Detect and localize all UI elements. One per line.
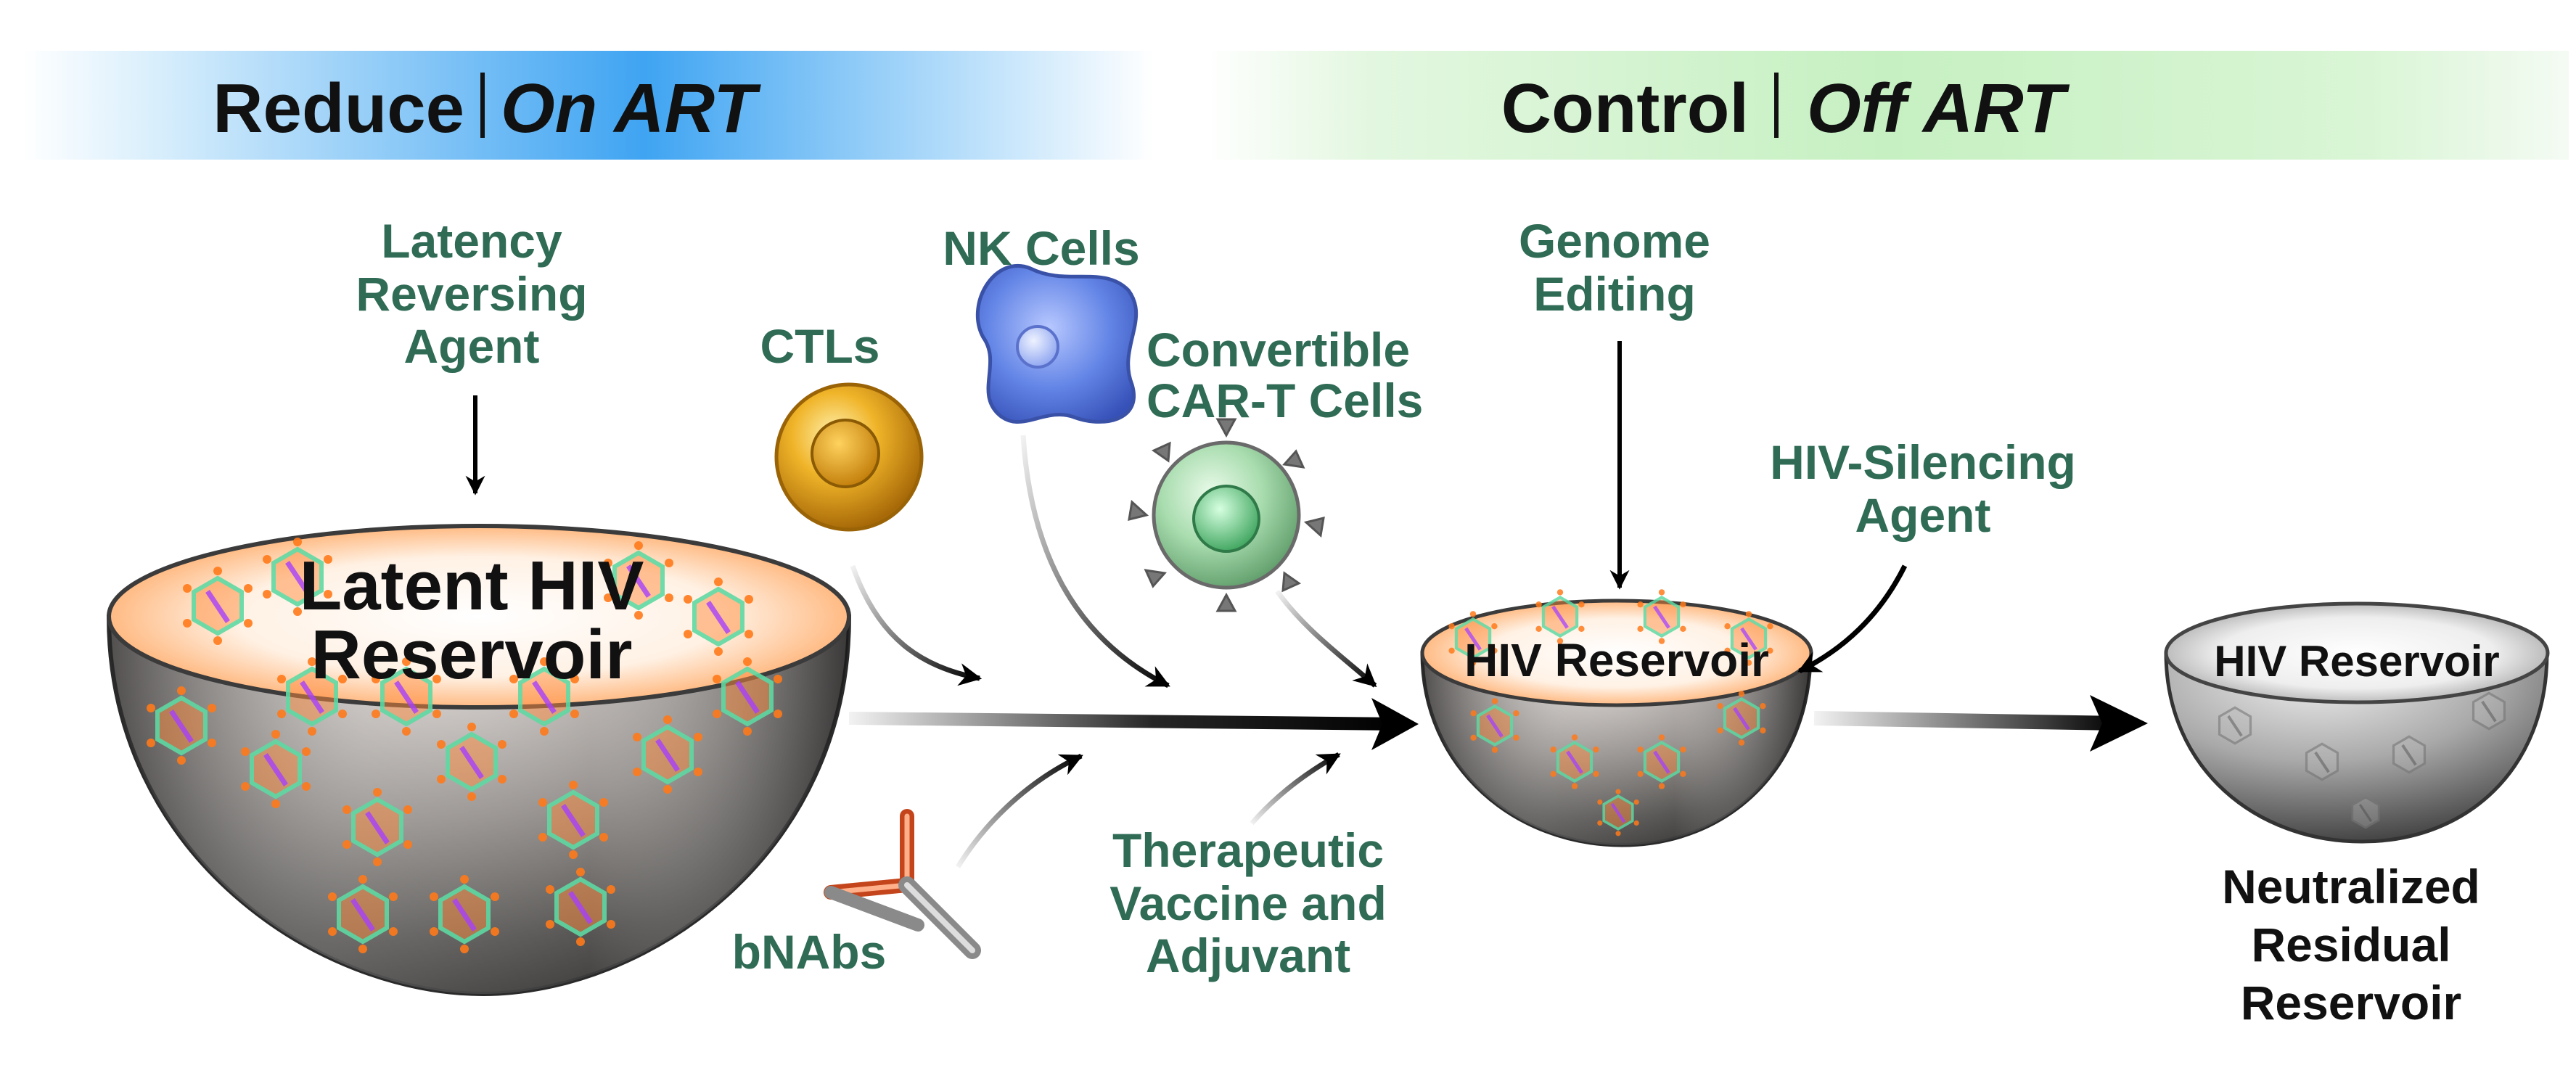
nk-arrow [1020,435,1170,688]
final-flow-arrow [1813,711,2120,731]
ctls-label: CTLs [760,319,880,373]
final-reservoir-label: HIV Reservoir [2214,637,2500,686]
middle-reservoir-shine [1422,653,1810,845]
silencing-agent-arrow [1797,564,1908,674]
header-reduce-subtitle: On ART [501,70,761,147]
final-flow-arrowhead [2090,695,2148,752]
final-reservoir-bowl [2164,651,2549,844]
genome-editing-label-line1: Genome [1519,214,1710,268]
lra-label-line3: Agent [404,319,540,373]
car-t-cell-icon [1128,418,1325,612]
ctl-cell-icon [774,382,924,532]
car-t-label-line2: CAR-T Cells [1147,374,1423,427]
header-band-control [1205,51,2569,160]
vaccine-label-line2: Vaccine and [1109,876,1387,930]
neutralized-reservoir: HIV Reservoir [2164,601,2550,844]
main-flow-arrowhead [1371,698,1419,750]
bnab-antibody-icon [824,809,981,959]
header-band-reduce [22,51,1154,160]
outcome-label-line2: Residual [2251,918,2450,971]
silencing-agent-label-line1: HIV-Silencing [1770,435,2076,489]
nk-cells-label: NK Cells [943,221,1139,275]
middle-reservoir-label: HIV Reservoir [1464,634,1769,686]
latent-reservoir-label-line2: Reservoir [311,616,633,694]
outcome-label-line3: Reservoir [2241,976,2462,1029]
genome-editing-label-line2: Editing [1533,267,1696,321]
ctl-arrow [850,564,983,686]
vaccine-label-line1: Therapeutic [1112,823,1384,877]
vaccine-arrow [1250,752,1341,826]
header-reduce-title: Reduce [213,70,464,147]
bnabs-label: bNAbs [732,925,887,979]
vaccine-label-line3: Adjuvant [1146,929,1350,982]
lra-label-line1: Latency [381,214,562,268]
hiv-reservoir-middle: HIV Reservoir [1420,589,1813,847]
latent-reservoir-label-line1: Latent HIV [300,547,644,625]
silencing-agent-label-line2: Agent [1855,488,1991,542]
car-t-label-line1: Convertible [1147,323,1410,377]
outcome-label-line1: Neutralized [2222,860,2480,913]
main-flow-arrow [848,712,1401,731]
header-control-title: Control [1501,70,1749,147]
nk-cell-icon [975,264,1139,424]
bnabs-arrow [956,753,1083,868]
header-control-subtitle: Off ART [1807,70,2070,147]
final-reservoir-surface [2164,601,2550,704]
lra-label-line2: Reversing [356,267,587,321]
latent-hiv-reservoir: Latent HIV Reservoir [106,524,852,997]
car-t-arrow [1275,589,1377,688]
